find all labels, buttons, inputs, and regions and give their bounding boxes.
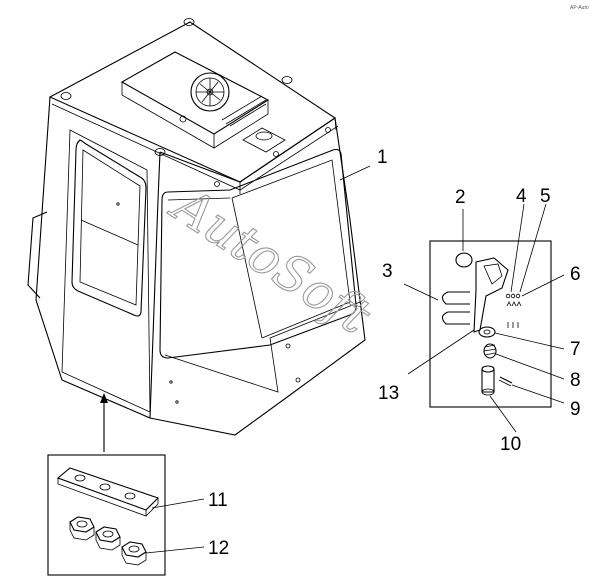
leader-11 [151,498,205,509]
callout-11: 11 [208,490,228,511]
callout-8: 8 [570,370,581,391]
leader-6 [521,274,565,297]
bolt-10 [481,365,495,396]
callout-2: 2 [455,187,466,208]
lifting-eyes [60,18,293,156]
hex-nuts [69,516,147,566]
callout-7: 7 [570,339,581,360]
leader-7 [494,332,565,350]
cab-front [149,117,366,436]
cab-roof [48,21,336,183]
watermark-text: AutoSoft [160,174,381,346]
left-door-frame [61,129,151,413]
spring-3 [441,291,470,325]
left-door-window [71,139,147,317]
washer-7 [478,326,496,338]
leader-5 [519,203,547,293]
pin-9 [498,376,513,387]
callout-13: 13 [378,383,399,404]
callout-3: 3 [382,261,393,282]
spring-8 [483,343,497,359]
callout-numbers: 1 2 3 4 5 6 7 8 9 10 11 12 13 [208,147,581,559]
windshield [159,148,357,359]
leader-8 [495,353,565,380]
mount-kit-box [47,454,166,576]
leader-1 [339,165,371,181]
leader-12 [145,546,205,554]
callout-5: 5 [540,186,551,207]
callout-1: 1 [377,147,388,168]
front-lower-panel [164,301,361,393]
callout-10: 10 [500,434,521,455]
leader-9 [511,384,565,404]
leader-10 [489,395,517,433]
callout-9: 9 [570,399,581,420]
leader-13 [407,329,475,375]
cab-left-step [27,211,48,299]
roof-ac-unit [120,51,286,153]
latch-kit-box [429,240,552,408]
corner-mark: AP-Auto [570,5,589,11]
arrow-to-cab [100,393,108,452]
callout-12: 12 [208,538,229,559]
latch-bracket [473,257,509,333]
leader-4 [510,203,525,293]
mount-plate [56,467,160,517]
leader-lines [145,165,565,554]
plug-2 [455,252,473,268]
callout-6: 6 [570,264,581,285]
callout-4: 4 [516,186,527,207]
small-bolts [505,293,522,328]
leader-3 [403,283,439,301]
